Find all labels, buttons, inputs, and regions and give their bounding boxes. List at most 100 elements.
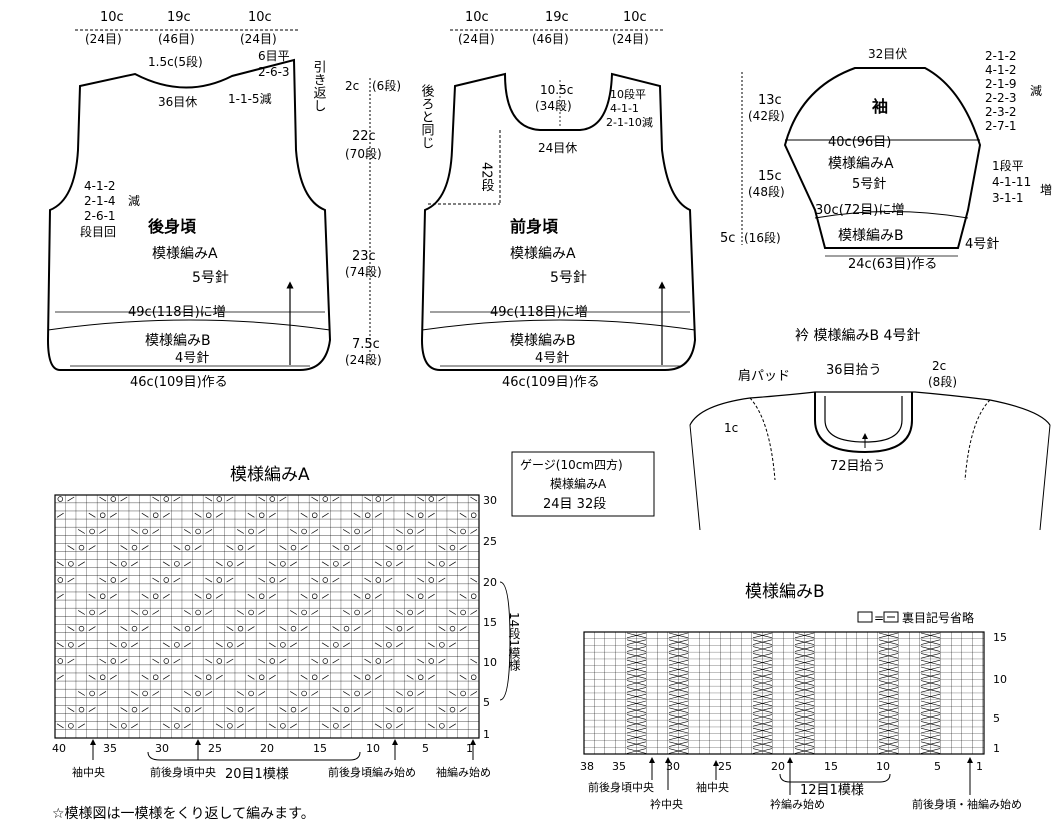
stitch-symbol: [216, 577, 223, 583]
back-pattern: 模様編みA: [152, 246, 218, 262]
stitch-symbol: [322, 658, 329, 664]
stitch-symbol: [333, 561, 339, 567]
stitch-symbol: [364, 529, 372, 534]
sleeve-increase: 30c(72目)に増: [815, 203, 904, 218]
stitch-symbol: [68, 642, 74, 648]
stitch-symbol: [269, 577, 276, 583]
stitch-symbol: [162, 642, 170, 648]
stitch-symbol: [290, 544, 297, 551]
stitch-symbol: [247, 626, 255, 631]
cable-symbol: [668, 659, 689, 666]
chart-a-col-25: 25: [208, 742, 222, 755]
chart-b-mark-sleeve-center: 袖中央: [696, 780, 729, 794]
stitch-symbol: [268, 723, 276, 729]
stitch-symbol: [459, 707, 467, 712]
cable-symbol: [626, 707, 647, 713]
stitch-symbol: [385, 658, 393, 664]
stitch-symbol: [343, 561, 350, 567]
sleeve-inc-label: 増: [1040, 183, 1052, 197]
cable-symbol: [794, 748, 815, 754]
cable-symbol: [626, 734, 647, 741]
stitch-symbol: [396, 544, 403, 551]
stitch-symbol: [301, 690, 307, 697]
stitch-symbol: [89, 609, 95, 616]
stitch-symbol: [374, 561, 382, 567]
stitch-symbol: [279, 626, 287, 631]
stitch-symbol: [205, 529, 213, 534]
stitch-symbol: [290, 706, 297, 713]
cable-symbol: [626, 748, 647, 754]
chart-a-col-15: 15: [313, 742, 327, 755]
stitch-symbol: [470, 593, 477, 599]
stitch-symbol: [321, 561, 329, 567]
stitch-symbol: [56, 642, 64, 648]
stitch-symbol: [374, 674, 382, 680]
stitch-symbol: [184, 610, 191, 615]
stitch-symbol: [120, 496, 128, 502]
gauge-line-2: 模様編みA: [550, 476, 607, 491]
stitch-symbol: [152, 577, 160, 583]
front-top-stitch-1: (24目): [458, 32, 495, 46]
chart-a-symbols: [56, 496, 478, 729]
stitch-symbol: [56, 593, 64, 599]
cable-symbol: [920, 687, 941, 693]
back-rib-pattern: 模様編みB: [145, 333, 211, 349]
stitch-symbol: [67, 707, 75, 712]
stitch-symbol: [353, 593, 361, 599]
stitch-symbol: [109, 593, 117, 599]
stitch-symbol: [216, 496, 223, 502]
stitch-symbol: [321, 512, 329, 518]
stitch-symbol: [121, 642, 127, 648]
front-outline: [420, 72, 697, 371]
stitch-symbol: [99, 674, 106, 680]
chart-a-title: 模様編みA: [230, 465, 310, 485]
stitch-symbol: [406, 593, 414, 599]
stitch-symbol: [237, 561, 244, 567]
stitch-symbol: [141, 674, 149, 680]
stitch-symbol: [290, 561, 297, 567]
stitch-symbol: [449, 625, 456, 632]
stitch-symbol: [131, 706, 138, 713]
stitch-symbol: [353, 626, 361, 631]
back-neck-bind: 36目休: [158, 95, 197, 109]
stitch-symbol: [121, 561, 127, 567]
stitch-symbol: [427, 561, 435, 567]
sleeve-cap-h: 13c: [758, 93, 782, 108]
stitch-symbol: [354, 528, 360, 535]
scale-b-rows: (74段): [345, 264, 382, 279]
stitch-symbol: [417, 577, 425, 583]
stitch-symbol: [215, 723, 223, 729]
cable-symbol: [626, 721, 647, 727]
stitch-symbol: [226, 658, 234, 664]
cable-symbol: [920, 707, 941, 713]
stitch-symbol: [78, 723, 85, 729]
cable-symbol: [794, 666, 815, 673]
stitch-symbol: [163, 577, 170, 583]
front-increase: 49c(118目)に増: [490, 305, 588, 320]
cable-symbol: [626, 673, 647, 679]
back-neck-dec: 1-1-5減: [228, 91, 272, 106]
stitch-symbol: [194, 707, 202, 712]
stitch-symbol: [449, 561, 456, 567]
stitch-symbol: [343, 706, 350, 713]
stitch-symbol: [321, 642, 329, 648]
stitch-symbol: [205, 496, 213, 502]
cable-symbol: [794, 700, 815, 707]
stitch-symbol: [406, 626, 414, 631]
stitch-symbol: [353, 707, 361, 712]
stitch-symbol: [163, 496, 170, 502]
front-neck-dec-a: 4-1-1: [610, 102, 639, 115]
stitch-symbol: [258, 691, 266, 696]
back-top-stitch-1: (24目): [85, 32, 122, 46]
stitch-symbol: [184, 723, 191, 729]
stitch-symbol: [227, 642, 233, 648]
stitch-symbol: [439, 642, 445, 648]
stitch-symbol: [427, 723, 435, 729]
gauge-line-1: ゲージ(10cm四方): [520, 457, 623, 472]
front-neck-depth-rows: (34段): [535, 98, 572, 113]
stitch-symbol: [354, 609, 360, 616]
stitch-symbol: [428, 658, 435, 664]
chart-b-repeat-cols: 12目1模様: [800, 783, 864, 798]
scale-b: 23c: [352, 249, 376, 264]
stitch-symbol: [215, 561, 223, 567]
